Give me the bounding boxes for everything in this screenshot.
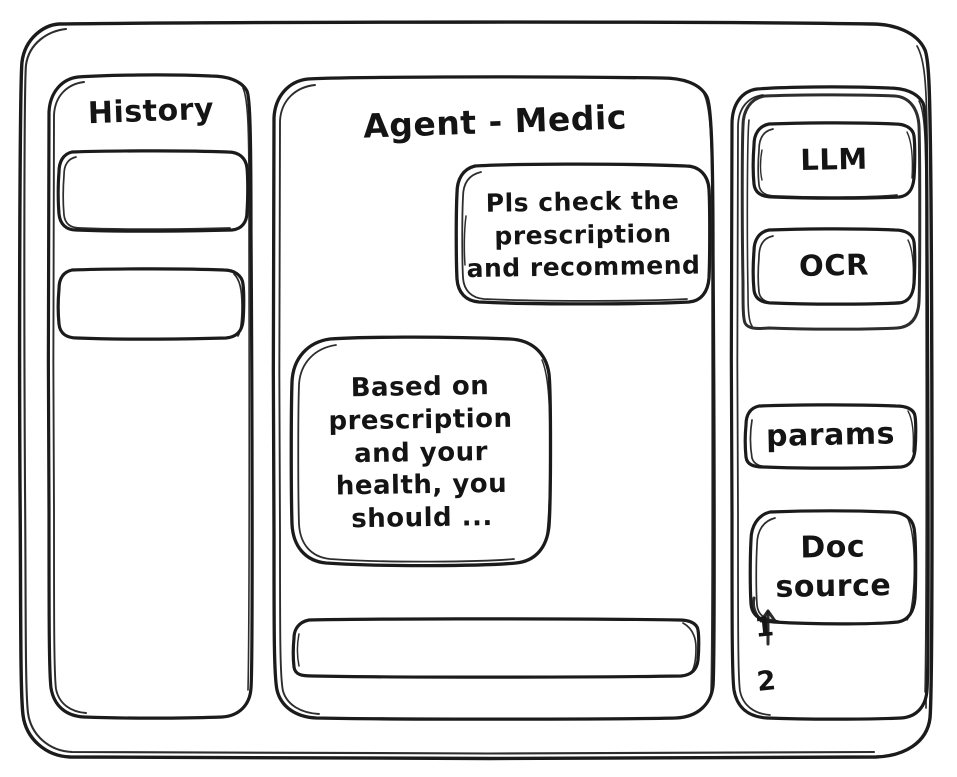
message-input[interactable] bbox=[291, 616, 703, 680]
tool-button-ocr[interactable]: OCR bbox=[751, 226, 917, 306]
history-item[interactable] bbox=[56, 148, 252, 234]
doc-source-connector-icon bbox=[748, 596, 808, 656]
history-panel: History bbox=[46, 72, 256, 722]
assistant-message-bubble: Based on prescription and your health, y… bbox=[288, 334, 554, 572]
doc-source-list-number: 1 bbox=[753, 611, 776, 644]
history-panel-title: History bbox=[87, 91, 215, 132]
history-item[interactable] bbox=[56, 266, 248, 342]
doc-source-list-number: 2 bbox=[755, 665, 778, 698]
tool-button-params[interactable]: params bbox=[743, 402, 918, 470]
user-message-bubble: Pls check the prescription and recommend bbox=[453, 161, 713, 309]
model-group-container bbox=[739, 92, 923, 332]
tool-button-llm[interactable]: LLM bbox=[751, 120, 917, 200]
tool-button-doc-source[interactable]: Doc source bbox=[748, 508, 918, 626]
